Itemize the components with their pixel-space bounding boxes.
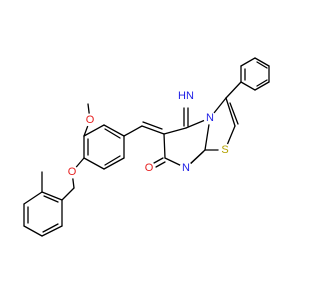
bond xyxy=(123,125,143,137)
bond xyxy=(103,157,125,170)
bond xyxy=(23,225,43,237)
bond xyxy=(225,97,236,127)
bond xyxy=(142,121,163,130)
imine-nh-text: HN xyxy=(178,90,194,102)
bond xyxy=(103,124,125,137)
sulfur-label: S xyxy=(218,143,232,157)
bond xyxy=(163,127,187,135)
bond-double xyxy=(153,157,164,164)
bond xyxy=(189,151,204,165)
methoxy-o-label: O xyxy=(83,113,97,127)
bond-aromatic-inner xyxy=(104,155,121,166)
bond xyxy=(41,225,63,237)
bond xyxy=(254,81,270,91)
bond xyxy=(141,125,165,135)
bond-layer xyxy=(23,57,270,237)
bond xyxy=(83,124,105,137)
ring-n-lower-text: N xyxy=(182,162,190,174)
bond xyxy=(240,81,256,91)
ring-n-lower-label: N xyxy=(179,161,193,175)
carbonyl-o-label: O xyxy=(142,161,156,175)
imine-nh-label: HN xyxy=(177,87,195,105)
bond xyxy=(83,157,105,170)
carbonyl-o-text: O xyxy=(145,162,154,174)
ring-n-bridge-text: N xyxy=(206,112,214,124)
ring-n-bridge-label: N xyxy=(203,111,217,125)
atom-label-layer: HN N S N O O O xyxy=(65,87,232,179)
bond xyxy=(41,191,63,201)
bond-aromatic-inner xyxy=(42,223,59,233)
sulfur-text: S xyxy=(221,144,228,156)
bond-aromatic-inner xyxy=(256,61,268,69)
bond-aromatic-inner xyxy=(43,195,59,203)
ether-o-text: O xyxy=(68,166,77,178)
bond-double xyxy=(155,161,166,168)
bond-aromatic-inner xyxy=(256,79,268,87)
molecule-diagram: HN N S N O O O xyxy=(23,57,270,237)
bond xyxy=(225,81,242,99)
bond-aromatic-inner xyxy=(104,128,121,139)
bond xyxy=(254,57,270,67)
bond xyxy=(240,57,256,67)
bond xyxy=(163,133,166,159)
ether-o-label: O xyxy=(65,165,79,179)
bond xyxy=(61,187,75,201)
methoxy-o-text: O xyxy=(86,114,95,126)
bond xyxy=(229,102,239,125)
bond xyxy=(23,191,43,205)
